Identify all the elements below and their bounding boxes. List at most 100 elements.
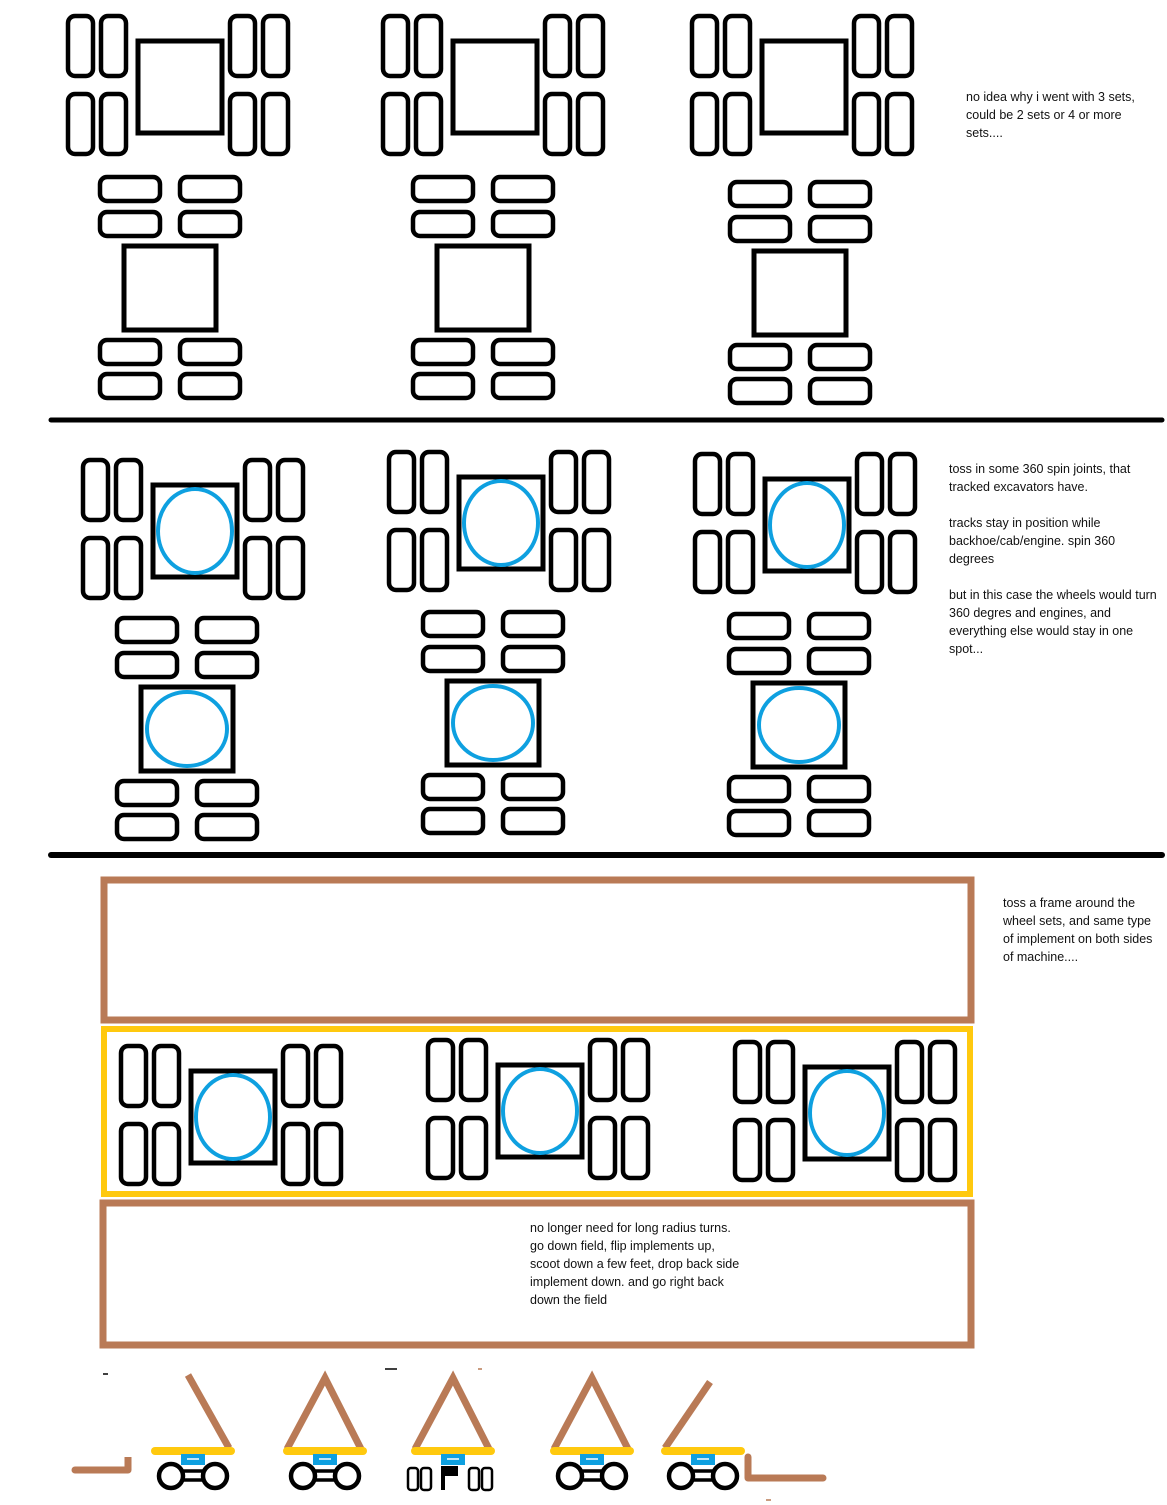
tire [927,1117,958,1183]
tire [98,91,129,157]
wheel-set-wide [65,13,291,157]
tire [806,611,872,641]
tire [151,1121,182,1187]
machine-unit [380,13,606,401]
wheel-set-wide [692,451,918,595]
chassis-deck [661,1447,745,1455]
tire [280,1043,311,1109]
tire [587,1115,618,1181]
engine-cab-box [751,248,849,338]
tire [542,13,573,79]
engine-cab-box [188,1068,278,1166]
tire [727,342,793,372]
tire [242,535,273,601]
wheel-set-narrow [726,611,872,838]
tire [177,337,243,367]
tire [410,209,476,239]
tire [727,179,793,209]
tire [927,1039,958,1105]
tire [410,371,476,401]
tire [884,13,915,79]
tire [114,812,180,842]
wheel-set-narrow [420,609,566,836]
tire [410,337,476,367]
implements-raised-a-frame [411,1370,493,1451]
chassis-deck [550,1447,634,1455]
tire [806,774,872,804]
tire [458,1037,489,1103]
tire [420,644,486,674]
tire [177,209,243,239]
tire [490,209,556,239]
note-spin-joints: toss in some 360 spin joints, that track… [949,462,1157,656]
tire [425,1115,456,1181]
tire [548,449,579,515]
tire [500,806,566,836]
axle [443,1466,458,1476]
wheel-set-wide [380,13,606,157]
engine-cab-box [802,1064,892,1162]
tire [380,91,411,157]
tire [887,529,918,595]
tire [732,1039,763,1105]
engine-cab-box [762,476,852,574]
tire [118,1043,149,1109]
tire [548,527,579,593]
spin-joint-ring [757,686,841,764]
tire [420,806,486,836]
tire [114,778,180,808]
implement-frame-top [100,876,975,1024]
tire [894,1117,925,1183]
section-plain-wheel-sets [65,13,915,406]
implement-lowered [744,1453,827,1482]
tire [275,535,306,601]
side-view-machine [406,1370,495,1492]
tire [177,174,243,204]
tire [458,1115,489,1181]
tire [806,646,872,676]
tire [500,772,566,802]
spin-joint-ring [462,479,540,567]
side-view-machine [550,1370,634,1491]
side-view-machine [71,1373,235,1491]
machine-unit [65,13,291,401]
tire [65,13,96,79]
wheel-set-wide [118,1043,344,1187]
tire [420,609,486,639]
tire [260,91,291,157]
tire [194,812,260,842]
wheel [599,1461,629,1491]
machine-unit [689,13,915,406]
tire [80,535,111,601]
tire [419,527,450,593]
tire [410,174,476,204]
tire [854,529,885,595]
tire [490,174,556,204]
section-spin-joint-wheel-sets [80,449,918,842]
engine-cab-box [138,684,236,774]
tire [807,376,873,406]
tire [692,451,723,517]
tire [490,337,556,367]
tire [500,644,566,674]
tire [227,13,258,79]
engine-cab-box [434,243,532,333]
spin-joint-ring [451,684,535,762]
note-wheel-set-count: no idea why i went with 3 sets, could be… [966,90,1135,140]
engine-cab-box [150,482,240,580]
tire [727,376,793,406]
tire [806,808,872,838]
tire [118,1121,149,1187]
tire [97,209,163,239]
tire [722,13,753,79]
tire [97,337,163,367]
tire [725,529,756,595]
tire [854,451,885,517]
section-field-turn-sequence [71,1368,827,1501]
tire [807,342,873,372]
tire [113,457,144,523]
wheel [288,1461,318,1491]
tire [692,529,723,595]
chassis-deck [283,1447,367,1455]
